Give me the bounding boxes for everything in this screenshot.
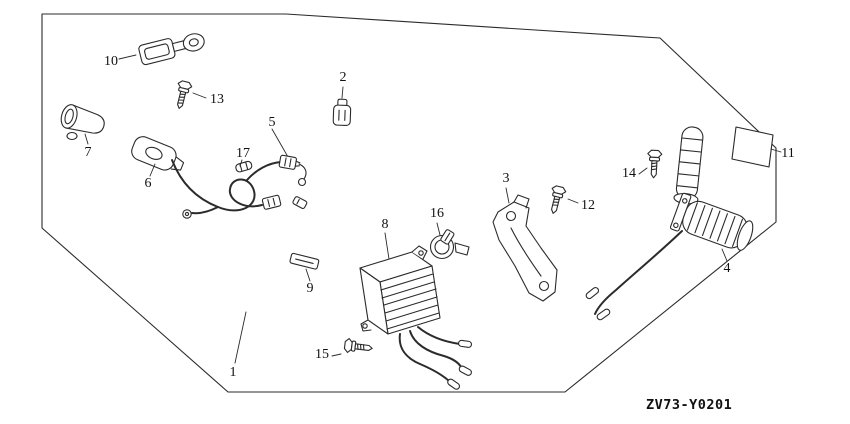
bullet-terminal — [458, 339, 473, 348]
callout-5: 5 — [269, 115, 276, 130]
callout-12: 12 — [581, 198, 595, 213]
leader-16 — [436, 222, 441, 236]
cap-part — [60, 104, 105, 134]
bullet-terminal — [585, 287, 600, 300]
leader-2 — [341, 86, 344, 99]
bracket-part — [492, 194, 558, 302]
bolt-12-part — [551, 185, 567, 214]
leader-11 — [770, 148, 782, 153]
leader-13 — [192, 92, 207, 99]
tube-cover-part — [585, 126, 754, 321]
harness-connector — [261, 194, 282, 210]
cover-wire — [594, 230, 683, 315]
callout-1: 1 — [230, 365, 237, 380]
leader-12 — [567, 198, 579, 204]
bolt-14-part — [647, 149, 663, 179]
leader-17 — [239, 159, 243, 167]
callout-6: 6 — [145, 176, 152, 191]
callout-3: 3 — [503, 171, 510, 186]
ring-terminal-hole — [184, 211, 190, 217]
leader-7 — [84, 133, 89, 145]
callout-10: 10 — [104, 54, 118, 69]
callout-17: 17 — [236, 146, 250, 161]
diagram-code: ZV73-Y0201 — [646, 397, 732, 413]
leader-8 — [384, 232, 390, 260]
callout-15: 15 — [315, 347, 329, 362]
leader-15 — [331, 353, 342, 357]
leader-3 — [505, 187, 510, 204]
harness-connector — [292, 196, 308, 210]
callout-14: 14 — [622, 166, 636, 181]
diagram-boundary — [41, 13, 777, 393]
bullet-terminal — [596, 308, 611, 321]
regulator-part — [359, 245, 473, 390]
bullet-terminal — [447, 378, 461, 390]
bolt-13-part — [177, 80, 193, 109]
harness-connector — [278, 154, 301, 170]
harness-pigtail — [298, 163, 307, 180]
ring-terminal — [297, 177, 307, 187]
ring-terminal — [182, 209, 192, 219]
mount-grommet-part — [131, 136, 185, 171]
leader-10 — [118, 54, 137, 60]
callout-4: 4 — [724, 261, 731, 276]
bullet-terminal — [458, 365, 472, 376]
regulator-wire — [409, 330, 463, 370]
callout-13: 13 — [210, 92, 224, 107]
leader-4 — [721, 248, 728, 262]
plug-part — [332, 98, 352, 126]
label-plate-part — [731, 126, 774, 168]
regulator-wire — [398, 333, 451, 383]
fuse-part — [235, 160, 253, 173]
callout-16: 16 — [430, 206, 444, 221]
callout-11: 11 — [781, 146, 794, 161]
callout-2: 2 — [340, 70, 347, 85]
leader-9 — [305, 268, 311, 282]
callout-7: 7 — [85, 145, 92, 160]
key-plate-part — [138, 33, 205, 66]
regulator-wire — [417, 326, 461, 345]
wire-harness-part — [171, 128, 308, 219]
bolt-15-part — [343, 337, 373, 353]
leader-6 — [149, 163, 156, 177]
leader-14 — [638, 167, 648, 175]
plate-part — [289, 252, 320, 270]
callout-9: 9 — [307, 281, 314, 296]
clamp-part — [429, 229, 470, 260]
cap-ring — [66, 131, 78, 141]
callout-8: 8 — [382, 217, 389, 232]
leader-1 — [234, 311, 247, 364]
leader-5 — [271, 128, 289, 158]
